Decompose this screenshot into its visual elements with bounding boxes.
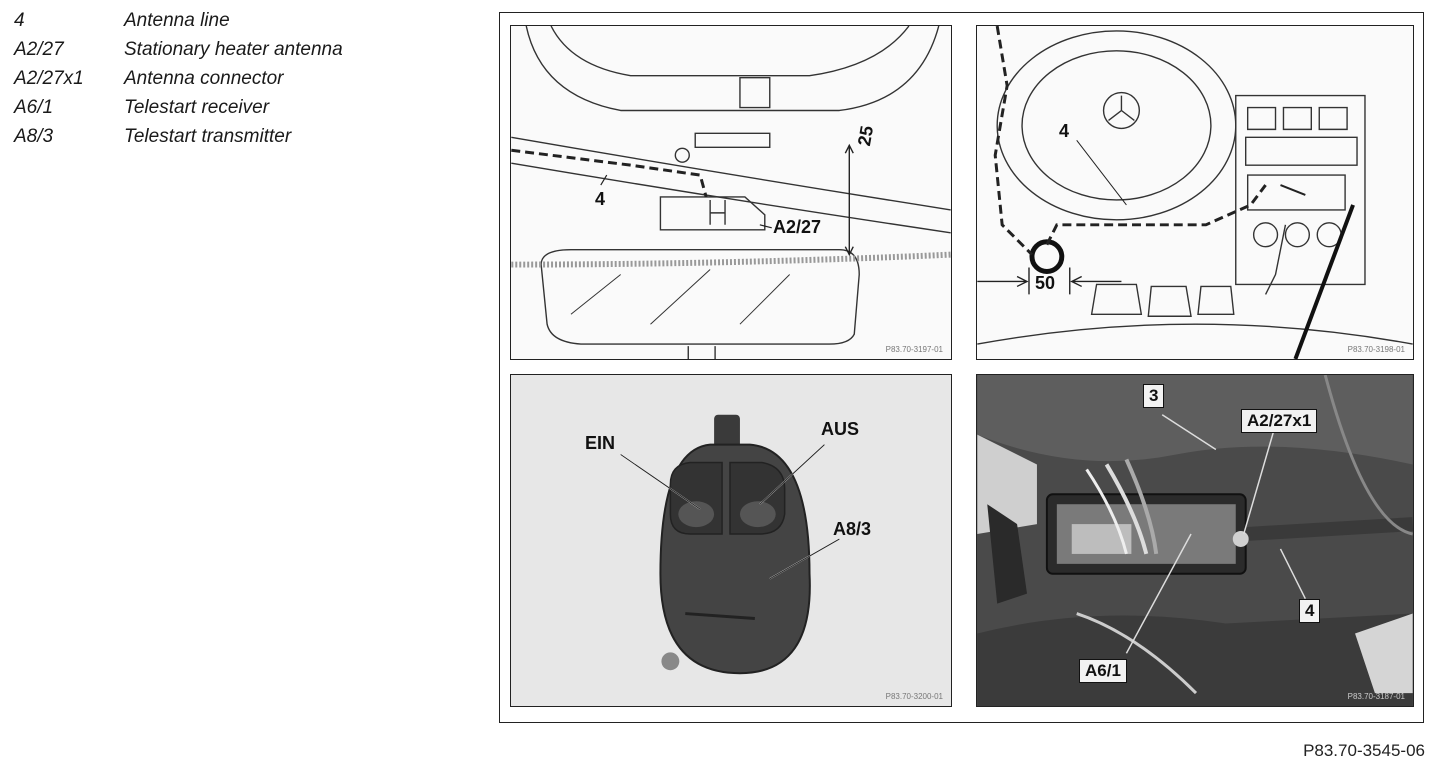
panel-headliner-antenna: 4 A2/27 25 P83.70-3197-01 [510,25,952,360]
dashboard-drawing [977,26,1413,359]
panel-ref: P83.70-3198-01 [1347,345,1405,354]
figure-code: P83.70-3545-06 [1303,741,1425,760]
legend-desc: Telestart transmitter [124,125,292,147]
panel-receiver-photo: 3 A2/27x1 4 A6/1 P83.70-3187-01 [976,374,1414,707]
transmitter-drawing [620,414,840,675]
legend-desc: Stationary heater antenna [124,38,343,60]
legend-row: A2/27x1 Antenna connector [14,64,343,93]
label-three: 3 [1143,384,1165,408]
label-off-button: AUS [821,419,860,439]
legend-code: A2/27 [14,38,64,60]
label-antenna: A2/27 [773,217,822,237]
label-antenna-line: 4 [1299,599,1321,623]
legend-code: A8/3 [14,125,54,147]
legend-desc: Telestart receiver [124,96,270,118]
legend-desc: Antenna connector [124,67,284,89]
legend-row: A8/3 Telestart transmitter [14,122,343,151]
label-antenna-connector: A2/27x1 [1241,409,1318,433]
figure-frame: 4 A2/27 25 P83.70-3197-01 [499,12,1424,723]
panel-ref: P83.70-3187-01 [1347,692,1405,701]
label-antenna-line: 4 [595,189,606,209]
panel-dashboard-route: 4 50 P83.70-3198-01 [976,25,1414,360]
label-distance-25: 25 [854,124,878,148]
legend-row: A6/1 Telestart receiver [14,93,343,122]
panel-ref: P83.70-3200-01 [885,692,943,701]
label-antenna-line: 4 [1059,121,1070,141]
legend-code: A2/27x1 [14,67,84,89]
legend-code: 4 [14,9,25,31]
label-receiver: A6/1 [1079,659,1127,683]
legend: 4 Antenna line A2/27 Stationary heater a… [14,6,343,151]
label-distance-50: 50 [1035,273,1056,293]
headliner-drawing [511,26,951,359]
legend-row: 4 Antenna line [14,6,343,35]
label-on-button: EIN [585,433,616,453]
legend-desc: Antenna line [124,9,230,31]
panel-transmitter: EIN AUS A8/3 P83.70-3200-01 [510,374,952,707]
panel-ref: P83.70-3197-01 [885,345,943,354]
receiver-photo-drawing [977,375,1413,706]
legend-code: A6/1 [14,96,54,118]
legend-row: A2/27 Stationary heater antenna [14,35,343,64]
label-transmitter: A8/3 [833,519,872,539]
